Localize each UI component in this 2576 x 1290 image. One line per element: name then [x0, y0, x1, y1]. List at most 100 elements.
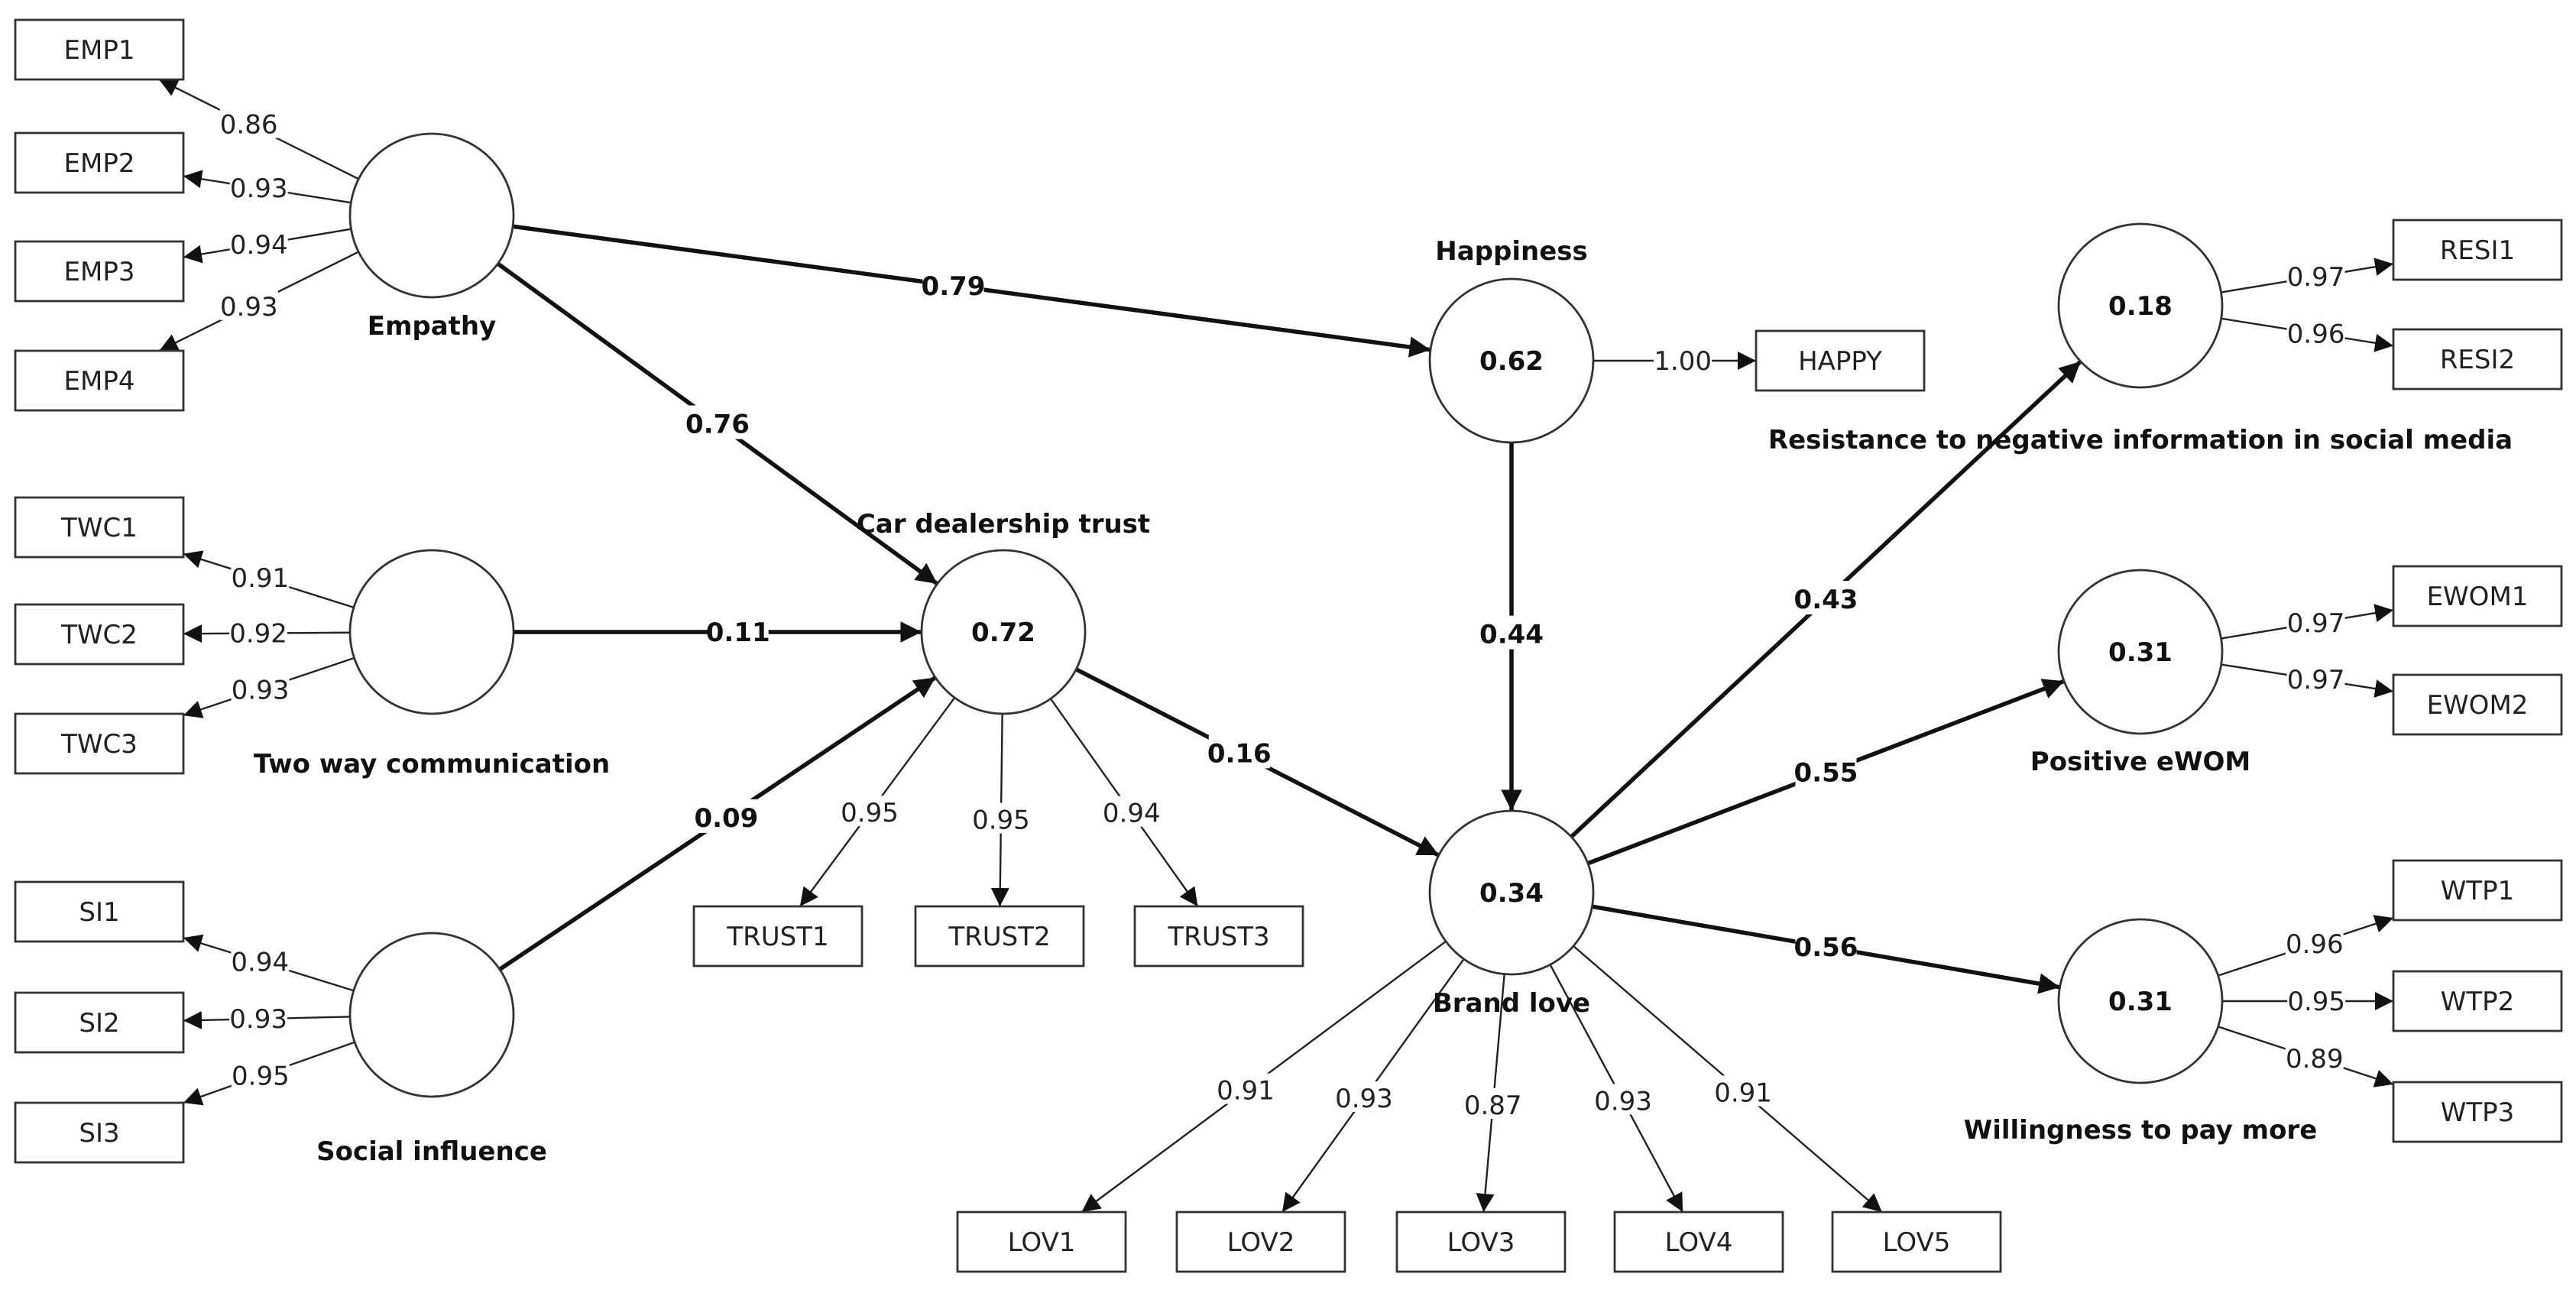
indicator-si2: SI2 — [14, 991, 185, 1054]
indicator-label: LOV2 — [1227, 1227, 1295, 1258]
indicator-box — [2392, 219, 2563, 281]
latent-name-emp: Empathy — [368, 311, 497, 342]
indicator-label: LOV5 — [1883, 1227, 1951, 1258]
loading-label-lov4: 0.93 — [1594, 1086, 1652, 1117]
loading-label-bg — [229, 1002, 288, 1033]
path-label-bg — [1795, 929, 1857, 962]
indicator-happy: HAPPY — [1755, 329, 1926, 392]
loading-label-wtp2: 0.95 — [2287, 987, 2345, 1017]
loading-label-lov2: 0.93 — [1335, 1084, 1393, 1114]
indicator-label: EWOM1 — [2427, 582, 2529, 612]
indicator-box — [914, 905, 1085, 968]
loading-label-wtp1: 0.96 — [2286, 929, 2344, 960]
loading-label-bg — [1654, 344, 1712, 374]
path-label-bg — [1795, 754, 1857, 788]
indicator-label: RESI1 — [2440, 235, 2515, 266]
r-squared-value: 0.34 — [1479, 878, 1544, 909]
loading-label-bg — [840, 796, 899, 827]
loading-label-si3: 0.95 — [232, 1061, 290, 1091]
indicator-label: TRUST3 — [1167, 922, 1269, 952]
latent-name-si: Social influence — [316, 1136, 547, 1167]
indicator-box — [2392, 859, 2563, 922]
loading-label-resi2: 0.96 — [2287, 319, 2345, 349]
loading-label-bg — [231, 945, 290, 976]
indicator-wtp1: WTP1 — [2392, 859, 2563, 922]
loading-label-bg — [219, 289, 278, 320]
indicator-ewom2: EWOM2 — [2392, 673, 2563, 736]
indicator-box — [1175, 1211, 1346, 1273]
loading-label-bg — [2286, 662, 2345, 693]
indicator-label: TWC2 — [60, 620, 138, 650]
path-label-bg — [1795, 581, 1857, 614]
path-label-bg — [695, 799, 757, 833]
loading-label-bg — [2285, 1041, 2344, 1072]
loading-label-bg — [231, 1058, 290, 1090]
indicator-label: SI1 — [79, 897, 119, 928]
loading-label-si2: 0.93 — [229, 1004, 287, 1035]
indicator-box — [14, 349, 185, 412]
indicator-trust3: TRUST3 — [1133, 905, 1304, 968]
latent-trust: 0.72 — [920, 549, 1087, 715]
indicator-box — [14, 131, 185, 194]
indicator-ewom1: EWOM1 — [2392, 565, 2563, 627]
loading-label-bg — [1334, 1081, 1393, 1113]
path-coefficient-love-ewom: 0.55 — [1794, 758, 1858, 789]
indicator-si1: SI1 — [14, 880, 185, 943]
indicator-lov3: LOV3 — [1395, 1211, 1567, 1273]
loading-label-trust1: 0.95 — [841, 798, 899, 828]
indicator-box — [2392, 673, 2563, 736]
indicator-label: EWOM2 — [2427, 690, 2529, 721]
indicator-label: RESI2 — [2440, 345, 2515, 375]
indicator-label: EMP2 — [64, 148, 135, 179]
loading-label-wtp3: 0.89 — [2286, 1044, 2344, 1074]
loading-label-bg — [1102, 796, 1161, 827]
indicator-box — [956, 1211, 1127, 1273]
loading-label-bg — [2285, 927, 2344, 958]
loading-label-bg — [2287, 984, 2346, 1015]
loading-label-bg — [1216, 1073, 1275, 1104]
r-squared-value: 0.31 — [2108, 637, 2173, 668]
indicator-box — [1755, 329, 1926, 392]
indicator-trust2: TRUST2 — [914, 905, 1085, 968]
indicator-box — [2392, 328, 2563, 391]
latent-circle — [2057, 222, 2224, 389]
latent-circle — [920, 549, 1087, 715]
indicator-box — [2392, 565, 2563, 627]
loading-label-bg — [1594, 1084, 1653, 1115]
latent-circle — [348, 932, 515, 1098]
indicator-lov5: LOV5 — [1831, 1211, 2002, 1273]
latent-name-wtp: Willingness to pay more — [1964, 1115, 2318, 1146]
latent-circle — [1428, 809, 1595, 976]
path-label-bg — [687, 405, 748, 439]
path-coefficient-si-trust: 0.09 — [694, 803, 758, 834]
indicator-label: WTP1 — [2441, 876, 2515, 906]
loading-label-twc2: 0.92 — [229, 619, 287, 650]
loading-label-lov3: 0.87 — [1464, 1091, 1522, 1121]
loading-label-bg — [971, 802, 1030, 834]
indicator-label: TWC1 — [60, 513, 138, 543]
r-squared-value: 0.72 — [971, 617, 1035, 648]
indicator-box — [14, 1101, 185, 1164]
r-squared-value: 0.31 — [2108, 987, 2173, 1017]
indicator-lov2: LOV2 — [1175, 1211, 1346, 1273]
indicator-label: SI3 — [79, 1118, 119, 1149]
loading-label-bg — [229, 616, 288, 647]
indicator-trust1: TRUST1 — [692, 905, 864, 968]
indicator-box — [14, 880, 185, 943]
path-coefficient-happy-love: 0.44 — [1479, 620, 1544, 650]
indicator-box — [692, 905, 864, 968]
indicator-twc3: TWC3 — [14, 712, 185, 775]
loading-label-bg — [2286, 316, 2345, 348]
indicator-box — [14, 18, 185, 81]
loading-label-emp1: 0.86 — [220, 110, 278, 141]
indicator-box — [1613, 1211, 1784, 1273]
loading-label-resi1: 0.97 — [2287, 262, 2345, 293]
indicator-resi2: RESI2 — [2392, 328, 2563, 391]
loading-label-bg — [219, 107, 278, 138]
latent-emp — [348, 132, 515, 299]
loading-label-bg — [2286, 606, 2345, 637]
indicator-resi1: RESI1 — [2392, 219, 2563, 281]
indicator-emp1: EMP1 — [14, 18, 185, 81]
path-label-bg — [1481, 615, 1542, 650]
